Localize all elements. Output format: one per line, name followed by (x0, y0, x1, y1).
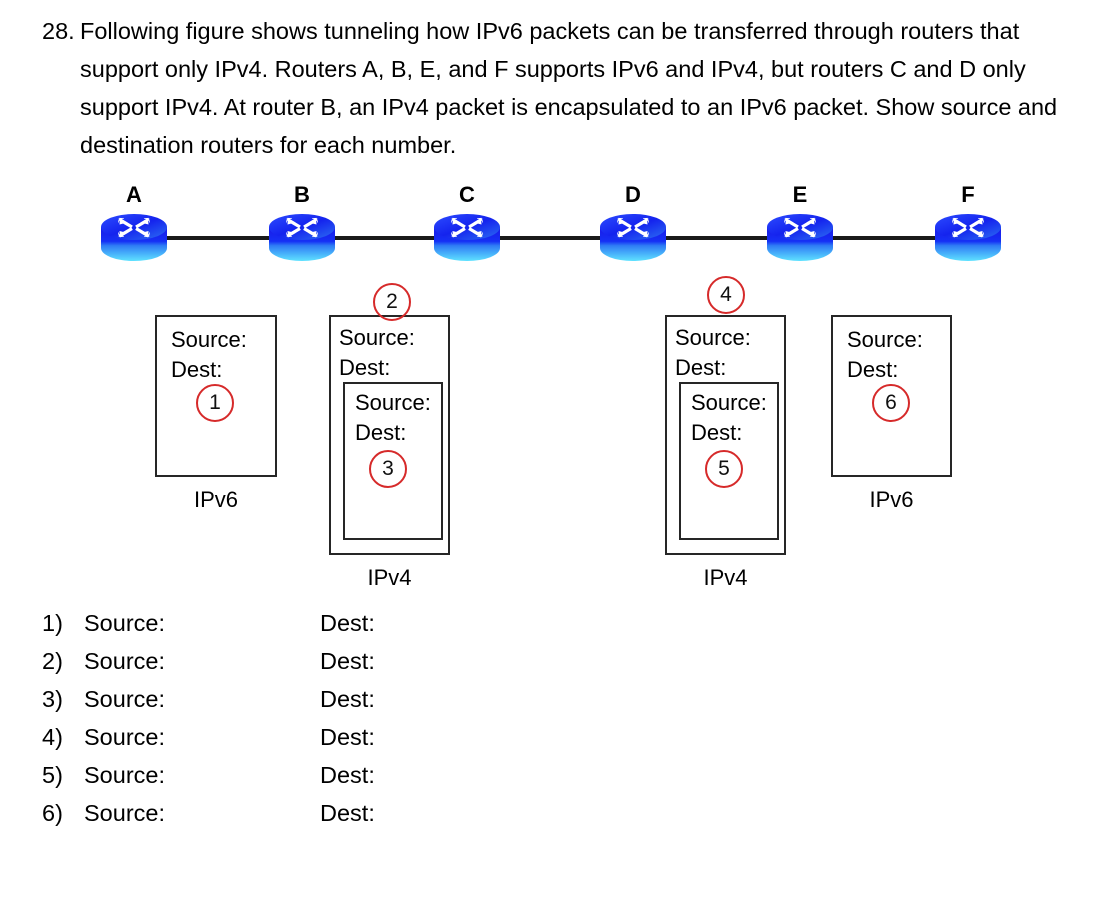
answer-dest-label[interactable]: Dest: (320, 610, 375, 636)
router-c: C (431, 184, 503, 264)
router-icon (431, 212, 503, 264)
packet-2-source-label: Source: (339, 325, 415, 350)
answer-marker: 6) (42, 800, 63, 826)
packet-5-dest-label: Dest: (691, 420, 743, 445)
router-label-f: F (961, 182, 975, 207)
answer-marker: 1) (42, 610, 63, 636)
packet-5-source-label: Source: (691, 390, 767, 415)
router-icon (266, 212, 338, 264)
router-label-d: D (625, 182, 641, 207)
packet-6-dest-label: Dest: (847, 357, 899, 382)
router-a: A (98, 184, 170, 264)
packet-6-box: Source: Dest: (831, 315, 952, 477)
packet-6-source-label: Source: (847, 327, 923, 352)
answer-dest-label[interactable]: Dest: (320, 724, 375, 750)
answer-marker: 2) (42, 648, 63, 674)
router-label-e: E (792, 182, 808, 207)
packet-4-badge: 4 (707, 276, 745, 314)
answer-row: 3) Source: Dest: (42, 680, 562, 718)
answer-row: 2) Source: Dest: (42, 642, 562, 680)
question-text: Following figure shows tunneling how IPv… (80, 18, 1058, 158)
packet-3-dest-label: Dest: (355, 420, 407, 445)
answer-source-label[interactable]: Source: (84, 724, 165, 750)
answer-marker: 3) (42, 686, 63, 712)
answer-source-label[interactable]: Source: (84, 762, 165, 788)
answer-source-label[interactable]: Source: (84, 648, 165, 674)
router-label-c: C (459, 182, 475, 207)
packet-1-protocol-label: IPv6 (193, 487, 239, 512)
answer-marker: 5) (42, 762, 63, 788)
answer-source-label[interactable]: Source: (84, 610, 165, 636)
router-icon (764, 212, 836, 264)
packet-6-badge: 6 (872, 384, 910, 422)
router-icon (98, 212, 170, 264)
answer-row: 1) Source: Dest: (42, 604, 562, 642)
answer-source-label[interactable]: Source: (84, 800, 165, 826)
packet-4-dest-label: Dest: (675, 355, 727, 380)
answer-dest-label[interactable]: Dest: (320, 648, 375, 674)
answer-dest-label[interactable]: Dest: (320, 686, 375, 712)
packet-3-source-label: Source: (355, 390, 431, 415)
router-label-a: A (126, 182, 142, 207)
answer-row: 6) Source: Dest: (42, 794, 562, 832)
packet-1-dest-label: Dest: (171, 357, 223, 382)
question-block: 28. Following figure shows tunneling how… (42, 12, 1072, 164)
router-d: D (597, 184, 669, 264)
answer-dest-label[interactable]: Dest: (320, 762, 375, 788)
answer-dest-label[interactable]: Dest: (320, 800, 375, 826)
question-number: 28. (42, 18, 75, 44)
answer-list: 1) Source: Dest: 2) Source: Dest: 3) Source: Des… (42, 604, 562, 832)
packet-5-box: Source: Dest: (679, 382, 779, 540)
packet-3-badge: 3 (369, 450, 407, 488)
packet-1-badge: 1 (196, 384, 234, 422)
packet-5-badge: 5 (705, 450, 743, 488)
packet-2-dest-label: Dest: (339, 355, 391, 380)
packet-2-protocol-label: IPv4 (367, 565, 412, 590)
answer-row: 4) Source: Dest: (42, 718, 562, 756)
router-label-b: B (294, 182, 310, 207)
packet-4-protocol-label: IPv4 (703, 565, 748, 590)
packet-6-protocol-label: IPv6 (869, 487, 914, 512)
answer-row: 5) Source: Dest: (42, 756, 562, 794)
router-e: E (764, 184, 836, 264)
answer-source-label[interactable]: Source: (84, 686, 165, 712)
packet-1-source-label: Source: (171, 327, 247, 352)
router-f: F (932, 184, 1004, 264)
router-b: B (266, 184, 338, 264)
router-icon (932, 212, 1004, 264)
answer-marker: 4) (42, 724, 63, 750)
packet-4-source-label: Source: (675, 325, 751, 350)
network-link-line (134, 236, 968, 240)
packet-2-badge: 2 (373, 283, 411, 321)
router-icon (597, 212, 669, 264)
